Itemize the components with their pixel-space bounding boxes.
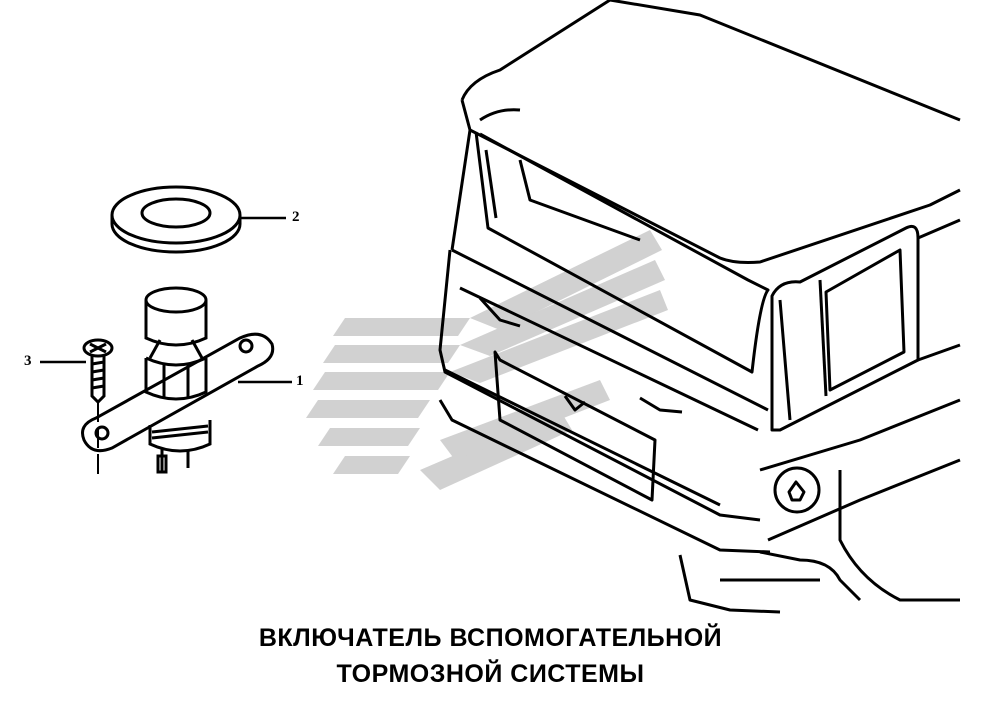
callout-number-2: 2	[292, 209, 300, 225]
callout-number-3: 3	[24, 353, 32, 369]
diagram-title-line2: ТОРМОЗНОЙ СИСТЕМЫ	[336, 660, 645, 688]
truck-cab	[438, 0, 961, 614]
callout-number-1: 1	[296, 373, 304, 389]
switch-part	[81, 286, 275, 474]
watermark-logo	[306, 230, 668, 490]
diagram-title-line1: ВКЛЮЧАТЕЛЬ ВСПОМОГАТЕЛЬНОЙ	[258, 624, 723, 652]
screw-part	[82, 338, 114, 478]
washer-part	[110, 185, 242, 254]
